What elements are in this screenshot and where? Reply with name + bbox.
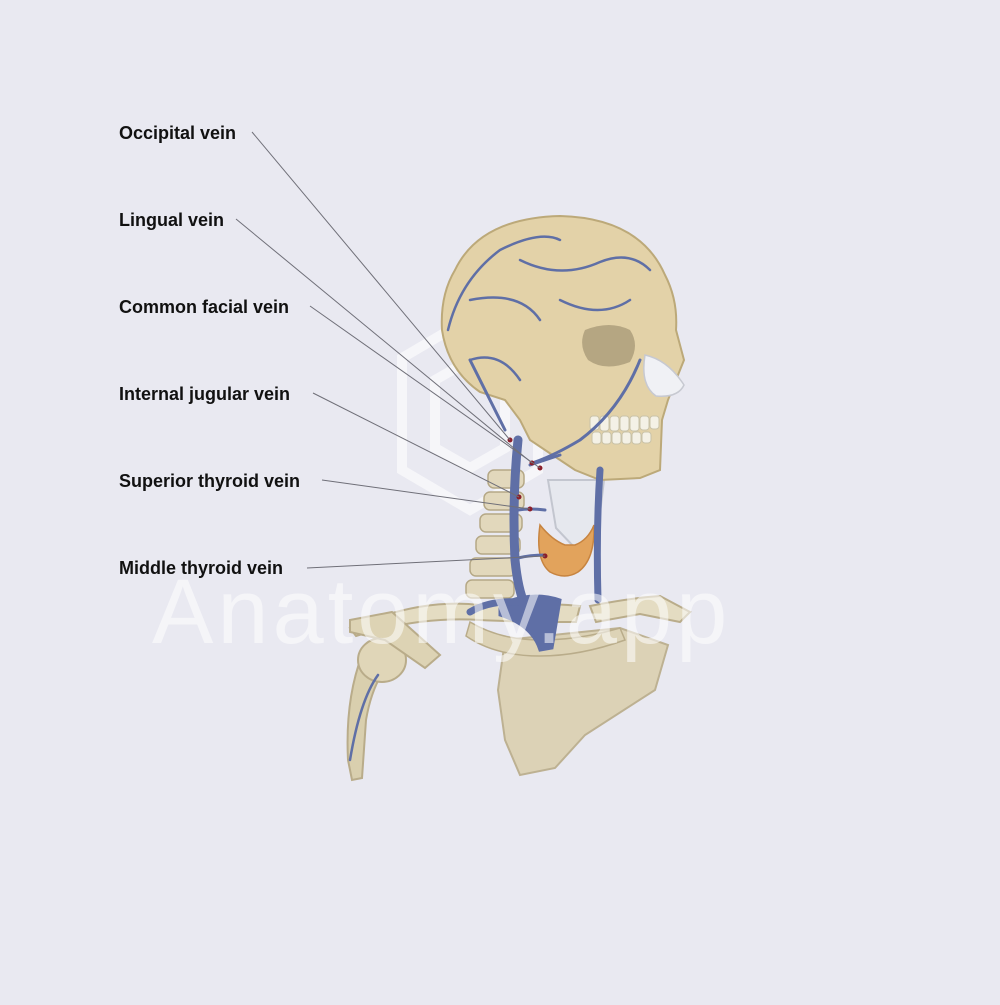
leader-line-jugular: [312, 392, 520, 498]
leader-line-facial: [309, 305, 541, 469]
leader-lines: [235, 131, 546, 569]
leader-line-mid-thyroid: [306, 555, 546, 569]
brachiocephalic-vein: [498, 594, 562, 652]
label-middle-thyroid-vein: Middle thyroid vein: [119, 558, 284, 578]
orbit: [582, 325, 635, 367]
clavicle-right: [588, 594, 692, 624]
scalp-veins: [446, 235, 652, 382]
leader-line-lingual: [235, 218, 533, 464]
watermark-text: Anatomy.app: [152, 561, 732, 663]
facial-vein: [533, 358, 642, 464]
external-jugular-vein: [593, 466, 604, 604]
label-superior-thyroid-vein: Superior thyroid vein: [119, 471, 301, 491]
label-common-facial-vein: Common facial vein: [119, 297, 290, 317]
acromion: [349, 610, 442, 670]
thyroid-gland: [538, 523, 595, 577]
label-internal-jugular-vein: Internal jugular vein: [119, 384, 291, 404]
subclavian-vein: [466, 598, 524, 616]
scapula: [496, 626, 670, 777]
leader-line-occipital: [251, 131, 511, 441]
internal-jugular-vein: [509, 435, 530, 610]
leader-line-sup-thyroid: [321, 479, 531, 510]
nasal-cartilage: [643, 354, 685, 398]
skull: [440, 214, 686, 482]
arm-vein: [348, 673, 380, 762]
first-rib: [465, 620, 626, 657]
label-occipital-vein: Occipital vein: [119, 123, 237, 143]
label-lingual-vein: Lingual vein: [119, 210, 225, 230]
occipital-vein: [468, 358, 507, 432]
